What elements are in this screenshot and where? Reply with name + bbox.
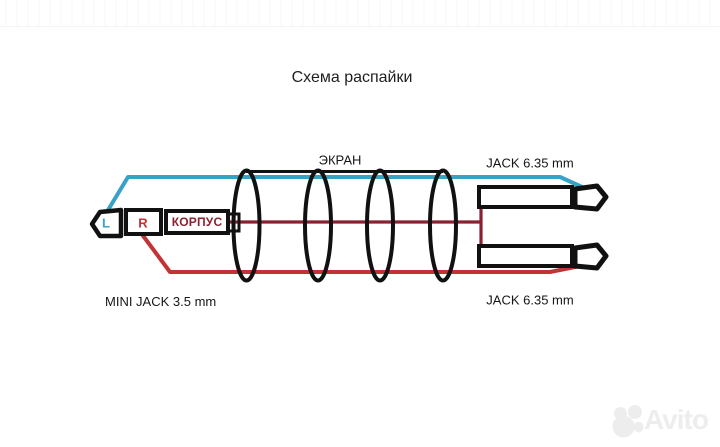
shield-coil-ellipse bbox=[231, 168, 262, 283]
photo-edge-artifact bbox=[0, 0, 720, 27]
avito-logo-icon bbox=[612, 405, 644, 438]
jack-bottom-tip bbox=[572, 242, 609, 271]
sleeve-stub-connector bbox=[226, 212, 241, 233]
sleeve-pin-label: КОРПУС bbox=[171, 215, 223, 229]
jack-top-label: JACK 6.35 mm bbox=[486, 155, 574, 171]
avito-watermark: Avito bbox=[610, 402, 718, 442]
jack-top-tip bbox=[572, 183, 609, 212]
mini-jack-ring-contact bbox=[124, 208, 163, 236]
tip-pin-label: L bbox=[102, 215, 110, 231]
shield-coil-ellipse bbox=[303, 168, 333, 283]
jack-bottom-label: JACK 6.35 mm bbox=[486, 292, 574, 308]
jack-bottom-barrel bbox=[477, 244, 574, 268]
avito-watermark-text: Avito bbox=[644, 404, 709, 435]
shield-label: ЭКРАН bbox=[318, 152, 362, 168]
mini-jack-label: MINI JACK 3.5 mm bbox=[105, 294, 217, 309]
left-channel-wire bbox=[100, 175, 592, 222]
diagram-title: Схема распайки bbox=[291, 69, 413, 86]
ring-pin-label: R bbox=[138, 215, 148, 231]
shield-coil-ellipse bbox=[365, 168, 395, 283]
mini-jack-tip bbox=[89, 207, 124, 239]
shield-coil-ellipse bbox=[428, 168, 458, 283]
jack-top-barrel bbox=[477, 185, 574, 209]
